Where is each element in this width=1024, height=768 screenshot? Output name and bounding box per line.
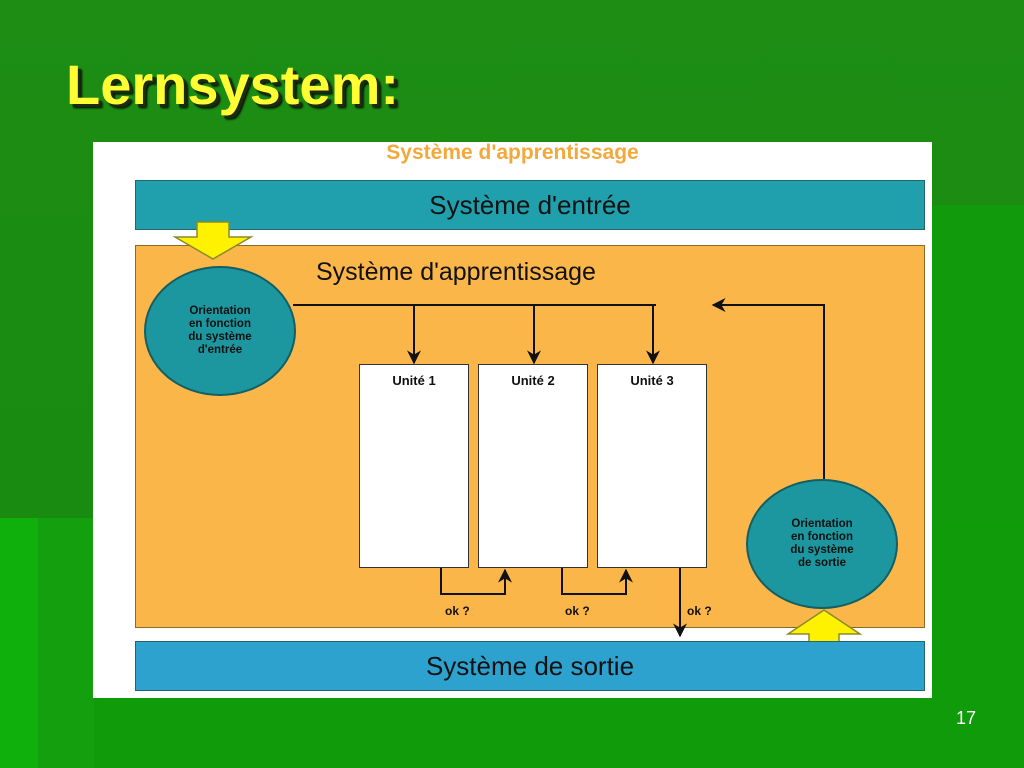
output-system-band: Système de sortie (135, 641, 925, 691)
unit-3-box: Unité 3 (597, 364, 707, 568)
output-return-arrow (711, 298, 825, 479)
diagram-heading: Système d'apprentissage (386, 141, 639, 164)
ok-check-label-2: ok ? (565, 604, 590, 618)
learning-system-label: Système d'apprentissage (316, 258, 596, 286)
background-stripe-left (0, 518, 38, 768)
background-stripe-left-inner (38, 518, 94, 768)
output-circle-line: de sortie (798, 557, 846, 569)
output-circle-line: en fonction (791, 531, 853, 543)
slide-title: Lernsystem: (66, 53, 400, 116)
ok-check-label-1: ok ? (445, 604, 470, 618)
unit-1-box: Unité 1 (359, 364, 469, 568)
input-circle-line: Orientation (189, 305, 251, 317)
unit-2-box: Unité 2 (478, 364, 588, 568)
input-system-label: Système d'entrée (429, 189, 631, 220)
input-orientation-circle: Orientation en fonction du système d'ent… (144, 266, 296, 396)
input-system-band: Système d'entrée (135, 180, 925, 230)
unit-1-label: Unité 1 (392, 373, 436, 388)
output-circle-line: du système (790, 544, 854, 556)
input-down-arrow (172, 221, 254, 260)
input-circle-line: du système (188, 331, 252, 343)
output-circle-line: Orientation (791, 518, 853, 530)
diagram-connectors (172, 221, 863, 651)
output-system-label: Système de sortie (425, 650, 635, 681)
unit-1-to-2-loop (440, 568, 512, 595)
learning-system-diagram: Système d'apprentissage Système d'entrée… (93, 142, 932, 698)
input-circle-line: d'entrée (197, 344, 243, 356)
input-circle-line: en fonction (189, 318, 251, 330)
page-number: 17 (956, 708, 977, 728)
unit-2-label: Unité 2 (511, 373, 555, 388)
background-block-right (930, 205, 1024, 520)
unit-3-label: Unité 3 (630, 373, 674, 388)
unit-2-to-3-loop (561, 568, 633, 595)
feed-line-to-units (293, 304, 660, 365)
output-orientation-circle: Orientation en fonction du système de so… (746, 479, 898, 609)
ok-check-label-3: ok ? (687, 604, 712, 618)
